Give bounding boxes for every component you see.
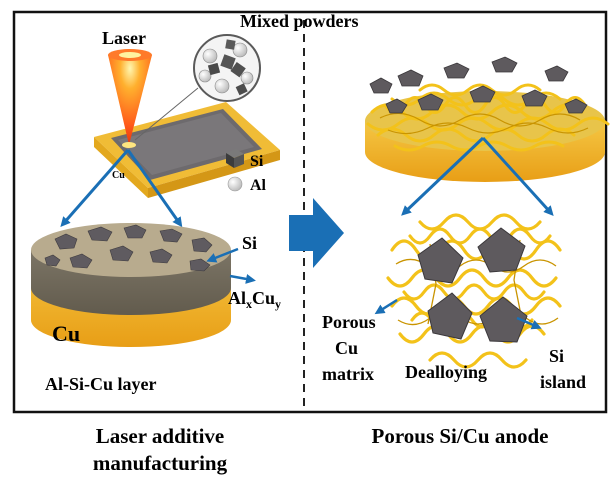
diagram-frame xyxy=(12,10,608,414)
substrate-cu-label: Cu xyxy=(112,170,125,181)
left-caption: Laser additive manufacturing xyxy=(50,423,270,477)
layer-si-label: Si xyxy=(242,233,257,253)
porous-disk xyxy=(365,56,610,182)
layer-name-label: Al-Si-Cu layer xyxy=(45,374,157,394)
porous-cu-label-2: Cu xyxy=(335,338,358,358)
left-caption-line-2: manufacturing xyxy=(92,451,228,475)
si-pointer-arrow xyxy=(206,247,239,263)
arrow-zoom-left xyxy=(401,136,485,216)
laser-beam-icon xyxy=(108,49,152,148)
process-arrow-icon xyxy=(289,198,344,268)
zoom-connector xyxy=(134,87,199,141)
arrow-zoom-right xyxy=(481,136,554,216)
legend-al-label: Al xyxy=(250,177,267,194)
porous-cu-label-3: matrix xyxy=(322,364,374,384)
arrow-down-left xyxy=(60,149,130,228)
al-particle-icon xyxy=(227,176,243,192)
alcu-pointer-arrow xyxy=(229,274,256,284)
si-island-pointer-arrow xyxy=(516,316,542,330)
dealloying-label: Dealloying xyxy=(405,362,487,382)
si-island-label-1: Si xyxy=(549,346,564,366)
legend-si-label: Si xyxy=(250,153,264,170)
porous-zoom-circle xyxy=(386,199,566,379)
mixed-powders-circle xyxy=(193,34,261,102)
arrow-down-right xyxy=(126,149,183,228)
si-particle-icon xyxy=(226,149,244,168)
alxcuy-label: AlxCuy xyxy=(228,288,281,311)
laser-label: Laser xyxy=(102,28,146,48)
left-caption-line-1: Laser additive xyxy=(95,424,225,448)
right-caption-line-1: Porous Si/Cu anode xyxy=(371,424,549,448)
mixed-powders-label: Mixed powders xyxy=(240,11,359,31)
si-island-label-2: island xyxy=(540,372,586,392)
alsicu-disk xyxy=(31,223,231,347)
porous-cu-pointer-arrow xyxy=(374,298,398,315)
right-caption: Porous Si/Cu anode xyxy=(330,423,590,450)
disk-cu-label: Cu xyxy=(52,321,80,346)
porous-cu-label-1: Porous xyxy=(322,312,376,332)
